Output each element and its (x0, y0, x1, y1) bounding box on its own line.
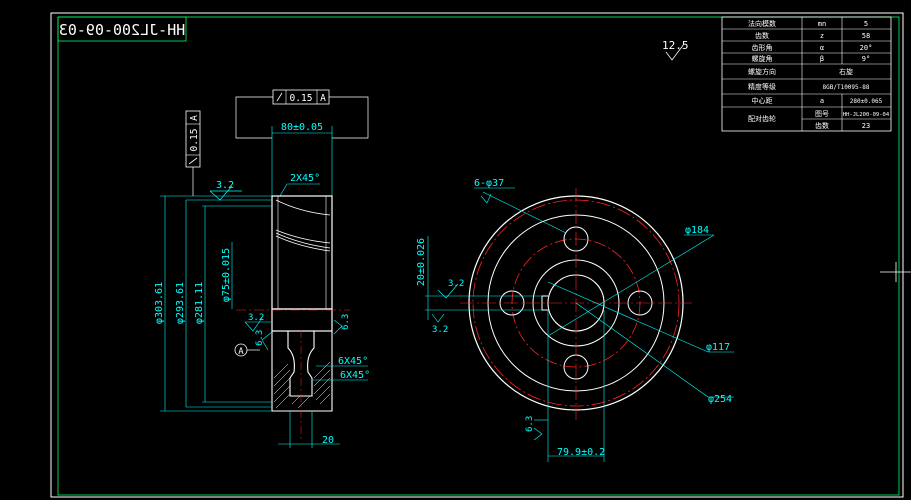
runout-left-value: 0.15 (189, 129, 200, 152)
gear-hub-band (271, 308, 333, 332)
rough-right-text: 6.3 (341, 314, 351, 330)
rough-bottom-text: 6.3 (525, 416, 535, 432)
runout-top-value: 0.15 (290, 93, 313, 104)
dia-pitch-text: φ293.61 (175, 282, 186, 324)
helix-lines (275, 199, 331, 252)
drawing-number: HH-JL200-09-03 (59, 21, 185, 39)
table-symbol-7: 图号 (815, 110, 829, 118)
keyway (541, 295, 548, 311)
rough-bore-text: 3.2 (248, 313, 264, 323)
holes-label: 6-φ37 (474, 178, 504, 189)
table-symbol-3: β (820, 55, 824, 63)
web-dim-text: 20 (322, 435, 334, 446)
table-name-4: 螺旋方向 (748, 67, 776, 76)
runout-left-datum: A (189, 115, 200, 121)
runout-callout-top: 0.15 A (235, 89, 369, 139)
table-symbol-2: α (820, 44, 824, 52)
table-value-5: 8GB/T10095-88 (823, 84, 870, 91)
inner-frame (57, 16, 900, 496)
diameter-dims (160, 195, 272, 412)
outer-frame (50, 12, 904, 498)
dia-117-text: φ117 (706, 342, 730, 353)
side-section-view: 0.15 A 80±0.05 0.15 A 2X45° 3.2 (154, 89, 370, 448)
chamfer-top-text: 2X45° (290, 173, 320, 184)
table-value-0: 5 (864, 20, 868, 28)
table-name-7: 配对齿轮 (748, 114, 776, 123)
runout-callout-left: 0.15 A (185, 110, 201, 196)
table-value-8: 23 (862, 122, 870, 130)
chamfer-mid-text: 6X45° (338, 356, 368, 367)
dia-254-text: φ254 (708, 394, 732, 405)
keyway-height-dim (425, 236, 542, 320)
front-view: 6-φ37 φ184 φ117 φ254 20±0.026 3.2 3.2 79… (416, 178, 734, 462)
rough-key-b-text: 3.2 (432, 325, 448, 335)
general-roughness-value: 12.5 (662, 39, 689, 52)
table-name-0: 法向模数 (748, 19, 776, 28)
rough-left-text: 6.3 (255, 330, 265, 346)
table-symbol-8: 齿数 (815, 121, 829, 130)
table-symbol-6: a (820, 97, 824, 105)
rough-key-a-text: 3.2 (448, 279, 464, 289)
key-width-text: 79.9±0.2 (557, 447, 605, 458)
table-value-7: HH-JL200-09-04 (843, 112, 890, 118)
general-roughness: 12.5 (662, 39, 689, 61)
front-leaders (474, 187, 734, 398)
table-name-2: 齿形角 (752, 43, 773, 52)
table-value-6: 280±0.065 (850, 98, 883, 105)
table-value-2: 20° (860, 44, 873, 52)
runout-top-datum: A (320, 93, 326, 104)
table-name-1: 齿数 (755, 31, 769, 40)
keyway-height-text: 20±0.026 (416, 238, 427, 286)
datum-a-text: A (238, 347, 244, 357)
dia-184-text: φ184 (685, 225, 709, 236)
table-symbol-1: z (820, 32, 824, 40)
chamfer-low-text: 6X45° (340, 370, 370, 381)
drawing-number-box: HH-JL200-09-03 (57, 16, 187, 42)
dia-outer-text: φ303.61 (154, 282, 165, 324)
table-value-4: 右旋 (839, 67, 853, 76)
section-hatching (273, 361, 331, 409)
table-value-1: 58 (862, 32, 870, 40)
key-width-dim (534, 310, 605, 462)
table-name-6: 中心距 (752, 96, 773, 105)
table-symbol-0: mn (818, 20, 826, 28)
table-name-5: 精度等级 (748, 82, 776, 91)
edge-crosshair (880, 262, 911, 282)
table-name-3: 螺旋角 (752, 54, 773, 63)
gear-web-lower (271, 330, 333, 412)
dia-root-text: φ281.11 (194, 282, 205, 324)
rough-top-text: 3.2 (216, 180, 234, 191)
dia-bore-text: φ75±0.015 (221, 248, 232, 302)
parameter-table: 法向模数 mn 5 齿数 z 58 齿形角 α 20° 螺旋角 β 9° 螺旋方… (721, 16, 892, 132)
table-value-3: 9° (862, 55, 870, 63)
width-dim-text: 80±0.05 (281, 122, 323, 133)
width-dimension: 80±0.05 (271, 122, 333, 196)
